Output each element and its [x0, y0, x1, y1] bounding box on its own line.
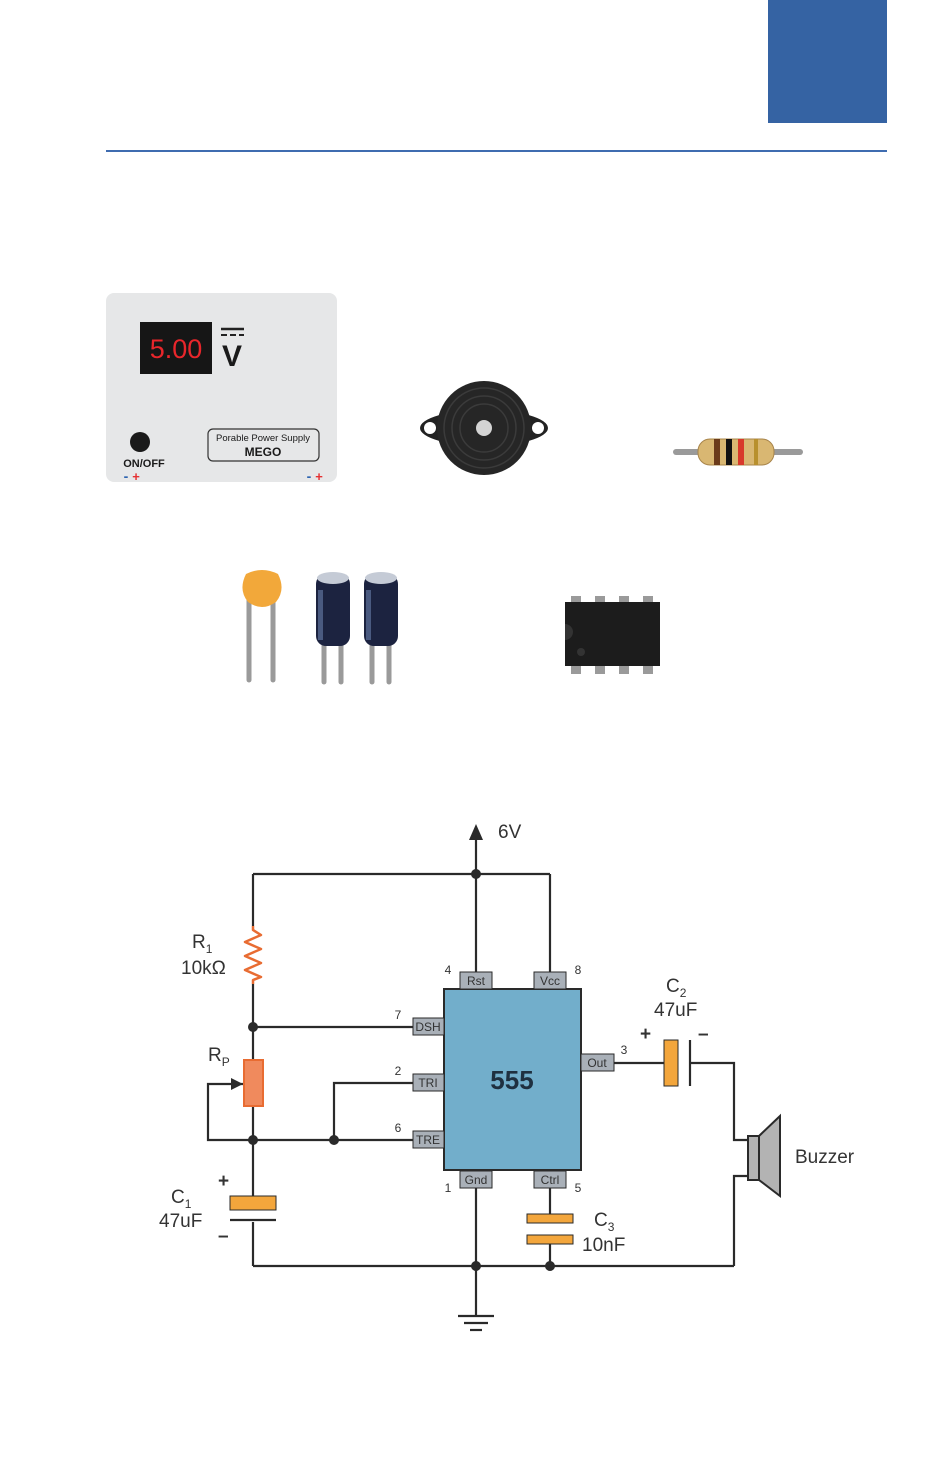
c3-plate-top: [527, 1214, 573, 1223]
voltage-readout: 5.00: [150, 334, 203, 364]
c2-value: 47uF: [654, 1000, 697, 1021]
c2-minus: –: [698, 1024, 709, 1045]
ic-555-label: 555: [490, 1065, 533, 1095]
buzzer-label: Buzzer: [795, 1147, 855, 1168]
c1-plus: +: [218, 1171, 229, 1192]
pin-rst: Rst 4: [445, 963, 492, 989]
c2-plus: +: [640, 1024, 651, 1045]
svg-text:DSH: DSH: [415, 1020, 440, 1034]
r1-label: R1: [192, 932, 213, 956]
c2-label: C2: [666, 976, 687, 1000]
svg-text:TRI: TRI: [418, 1076, 437, 1090]
brand-line-2: MEGO: [245, 445, 282, 459]
c3-value: 10nF: [582, 1235, 625, 1256]
svg-text:2: 2: [395, 1064, 402, 1078]
svg-text:Vcc: Vcc: [540, 974, 560, 988]
svg-text:Ctrl: Ctrl: [541, 1173, 560, 1187]
svg-text:6: 6: [395, 1121, 402, 1135]
svg-text:4: 4: [445, 963, 452, 977]
terminal-minus-right: -: [307, 468, 312, 484]
pin-tre: TRE 6: [395, 1121, 444, 1148]
resistor-image: [676, 439, 800, 465]
svg-text:1: 1: [445, 1181, 452, 1195]
pin-gnd: Gnd 1: [445, 1171, 492, 1195]
piezo-buzzer-image: [420, 381, 548, 475]
c1-minus: –: [218, 1226, 229, 1247]
switch-label: ON/OFF: [123, 458, 165, 470]
svg-text:5: 5: [575, 1181, 582, 1195]
svg-text:TRE: TRE: [416, 1133, 440, 1147]
terminal-minus-left: -: [124, 468, 129, 484]
terminal-plus-right: +: [315, 469, 323, 484]
pin-tri: TRI 2: [395, 1064, 444, 1091]
supply-label: 6V: [498, 822, 522, 843]
svg-text:3: 3: [621, 1043, 628, 1057]
supply-arrow-icon: [469, 824, 483, 840]
c2-capacitor-plate: [664, 1040, 678, 1086]
r1-resistor-symbol: [245, 926, 261, 984]
c3-label: C3: [594, 1210, 615, 1234]
svg-text:Out: Out: [587, 1056, 607, 1070]
pin-out: Out 3: [581, 1043, 628, 1071]
r1-value: 10kΩ: [181, 958, 226, 979]
svg-text:8: 8: [575, 963, 582, 977]
buzzer-speaker-icon: [748, 1116, 780, 1196]
c1-capacitor-plate: [230, 1196, 276, 1210]
circuit-schematic: 6V R1 10kΩ RP + – C1 47uF 555 Rst 4 Vcc …: [0, 800, 950, 1420]
volt-unit: V: [222, 340, 242, 373]
ic-chip-image: [565, 596, 660, 674]
svg-text:Gnd: Gnd: [465, 1173, 488, 1187]
brand-line-1: Porable Power Supply: [216, 433, 310, 444]
rp-label: RP: [208, 1045, 230, 1069]
c1-value: 47uF: [159, 1211, 202, 1232]
pin-dsh: DSH 7: [395, 1008, 444, 1035]
rp-potentiometer-symbol: [244, 1060, 263, 1106]
power-switch-button[interactable]: [130, 432, 150, 452]
ceramic-capacitor-image: [242, 570, 281, 680]
pin-vcc: Vcc 8: [534, 963, 582, 989]
power-supply: 5.00 V ON/OFF - + Porable Power Supply M…: [106, 293, 337, 484]
terminal-plus-left: +: [132, 469, 140, 484]
components-illustration: 5.00 V ON/OFF - + Porable Power Supply M…: [0, 0, 950, 720]
electrolytic-capacitors-image: [316, 572, 398, 682]
c1-label: C1: [171, 1187, 192, 1211]
pin-ctrl: Ctrl 5: [534, 1171, 582, 1195]
c3-plate-bottom: [527, 1235, 573, 1244]
svg-text:7: 7: [395, 1008, 402, 1022]
svg-text:Rst: Rst: [467, 974, 486, 988]
wiper-arrow-icon: [231, 1078, 243, 1090]
